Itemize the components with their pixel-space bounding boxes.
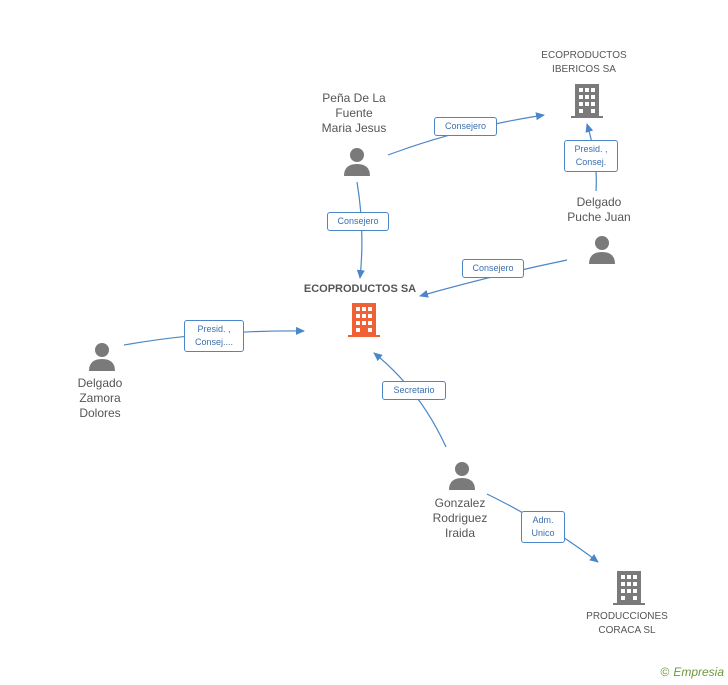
relation-label-zamora-main[interactable]: Presid. , Consej.... xyxy=(184,320,244,352)
edge-gonzalez-main xyxy=(373,352,447,448)
brand-name: Empresia xyxy=(673,665,724,679)
node-label-ibericos[interactable]: ECOPRODUCTOS IBERICOS SA xyxy=(541,50,627,75)
node-label-coraca[interactable]: PRODUCCIONES CORACA SL xyxy=(586,611,668,636)
relation-label-puche-main[interactable]: Consejero xyxy=(462,259,524,278)
relation-label-pena-ibericos[interactable]: Consejero xyxy=(434,117,497,136)
relation-label-gonzalez-main[interactable]: Secretario xyxy=(382,381,446,400)
person-icon[interactable] xyxy=(342,146,372,176)
building-icon[interactable] xyxy=(613,571,645,605)
footer-brand[interactable]: ©Empresia xyxy=(660,665,724,679)
relation-label-puche-ibericos[interactable]: Presid. , Consej. xyxy=(564,140,618,172)
relation-label-pena-main[interactable]: Consejero xyxy=(327,212,389,231)
building-icon[interactable] xyxy=(571,84,603,118)
person-icon[interactable] xyxy=(87,341,117,371)
person-icon[interactable] xyxy=(587,234,617,264)
node-label-pena[interactable]: Peña De La Fuente Maria Jesus xyxy=(321,91,387,135)
person-icon[interactable] xyxy=(447,460,477,490)
node-label-zamora[interactable]: Delgado Zamora Dolores xyxy=(77,376,123,420)
node-label-puche[interactable]: Delgado Puche Juan xyxy=(567,195,631,224)
node-label-main-company[interactable]: ECOPRODUCTOS SA xyxy=(303,283,417,295)
copyright-icon: © xyxy=(660,665,670,679)
node-label-gonzalez[interactable]: Gonzalez Rodriguez Iraida xyxy=(432,496,488,540)
relation-label-gonzalez-coraca[interactable]: Adm. Unico xyxy=(521,511,565,543)
building-icon-main[interactable] xyxy=(348,303,380,337)
